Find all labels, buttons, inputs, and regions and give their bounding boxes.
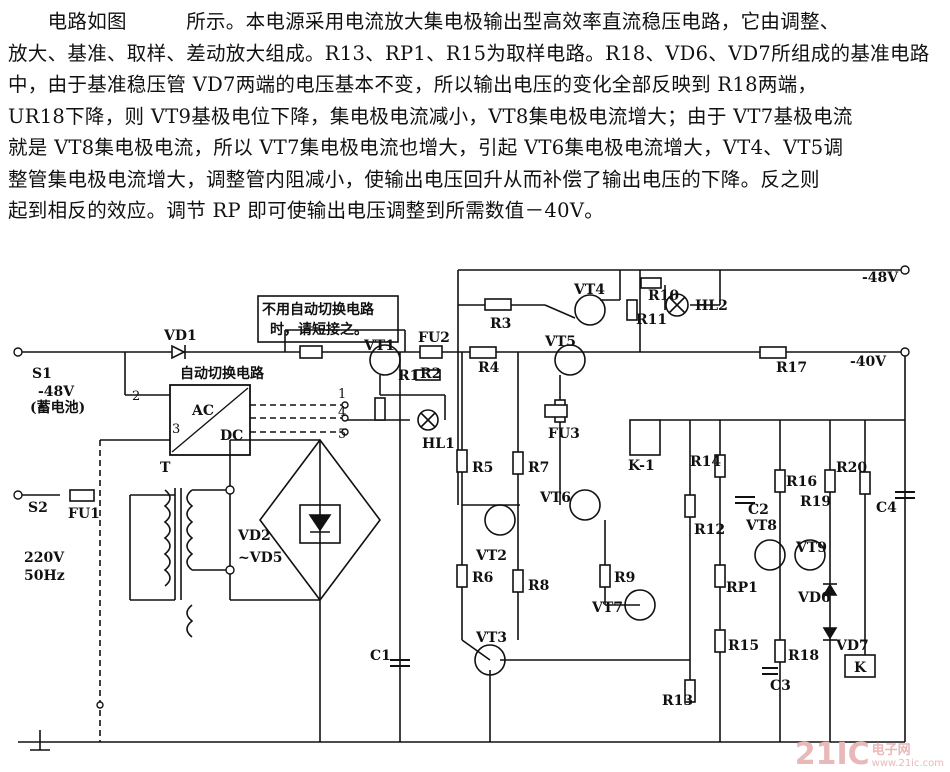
description-line: 整管集电极电流增大，调整管内阻减小，使输出电压回升从而补偿了输出电压的下降。反之… [8,167,820,191]
out-48-label: -48V [862,270,899,286]
battery-voltage: -48V [38,384,75,400]
bridge-rectifier-icon [259,438,381,602]
pin-4: 4 [338,405,346,420]
description-text: 电路如图 所示。本电源采用电流放大集电极输出型高效率直流稳压电路，它由调整、 放… [8,6,944,227]
fu1-label: FU1 [68,506,100,522]
description-line: UR18下降，则 VT9基极电位下降，集电极电流减小，VT8集电极电流增大；由于… [8,104,853,128]
mains-voltage: 220V [24,550,65,566]
note-box [257,295,399,343]
r10-label: R10 [648,288,679,304]
wires [18,269,906,743]
zener-vd6-icon [822,583,838,596]
lamp-hl2-icon [665,293,689,317]
r12-label: R12 [694,522,725,538]
watermark-cn: 电子网 [871,743,911,758]
watermark-side: 电子网 www.21ic.com [872,744,944,770]
lamp-hl1-icon [417,409,439,431]
rp1-label: RP1 [726,580,758,596]
transistor-bodies [369,294,826,676]
r11-label: R11 [636,312,667,328]
vd6-label: VD6 [797,590,831,606]
r14-label: R14 [690,454,721,470]
note-line1: 不用自动切换电路 [262,301,375,318]
transformer-label: T [160,460,171,476]
vt5-label: VT5 [544,334,576,350]
r5-label: R5 [472,460,493,476]
relay-contact-box [629,419,661,456]
terminals [13,265,910,709]
battery-note: (蓄电池) [30,399,85,416]
r4-label: R4 [478,360,500,376]
r1-label: R1 [398,368,419,384]
c2-label: C2 [748,502,769,518]
vt1-label: VT1 [363,338,395,354]
description-line: 起到相反的效应。调节 RP 即可使输出电压调整到所需数值－40V。 [8,199,604,222]
c3-label: C3 [770,678,791,694]
r18-label: R18 [788,648,819,664]
r17-label: R17 [776,360,807,376]
vd1-label: VD1 [163,328,197,344]
capacitor-plates [390,491,915,675]
r7-label: R7 [528,460,549,476]
pin-1: 1 [338,387,346,402]
vt3-label: VT3 [475,630,507,646]
vt8-label: VT8 [745,518,777,534]
vt6-label: VT6 [539,490,571,506]
r15-label: R15 [728,638,759,654]
vt7-label: VT7 [591,600,623,616]
s1-label: S1 [32,366,52,382]
r9-label: R9 [614,570,635,586]
r19-label: R19 [800,494,831,510]
switch-box-title: 自动切换电路 [180,365,265,382]
auto-switch-box [169,384,251,456]
pin-2: 2 [132,389,140,404]
description-line: 电路如图 所示。本电源采用电流放大集电极输出型高效率直流稳压电路，它由调整、 [8,10,840,33]
vt4-label: VT4 [573,282,605,298]
pin-5: 5 [338,427,346,442]
r8-label: R8 [528,578,549,594]
hl1-label: HL1 [422,436,455,452]
r6-label: R6 [472,570,493,586]
mains-freq: 50Hz [24,568,65,584]
vd2-label: VD2 [237,528,271,544]
r16-label: R16 [786,474,817,490]
k1-label: K-1 [628,458,655,474]
diode-vd1-icon [171,344,186,360]
fu3-label: FU3 [548,426,580,442]
note-line2: 时，请短接之。 [270,321,368,338]
ground-symbol [30,730,50,751]
circuit-schematic: 不用自动切换电路 时，请短接之。 自动切换电路 AC DC S1 -48V (蓄… [13,265,915,751]
description-line: 就是 VT8集电极电流，所以 VT7集电极电流也增大，引起 VT6集电极电流增大… [8,136,844,159]
c1-label: C1 [370,648,391,664]
watermark-big: 21IC [794,737,870,772]
watermark-logo: 21IC 电子网 www.21ic.com [795,740,944,770]
r20-label: R20 [836,460,867,476]
r3-label: R3 [490,316,511,332]
hl2-label: HL2 [695,298,728,314]
out-40-label: -40V [850,354,887,370]
vd7-label: VD7 [835,638,869,654]
resistor-bodies [69,277,876,703]
fu2-label: FU2 [418,330,450,346]
description-line: 中，由于基准稳压管 VD7两端的电压基本不变，所以输出电压的变化全部反映到 R1… [8,73,818,96]
vt9-label: VT9 [795,540,827,556]
description-line: 放大、基准、取样、差动放大组成。R13、RP1、R15为取样电路。R18、VD6… [8,41,930,65]
transformer-icon [163,488,230,638]
r2-label: R2 [420,366,441,382]
vt2-label: VT2 [475,548,507,564]
s2-label: S2 [28,500,48,516]
switch-dc-label: DC [220,428,243,444]
vd5-label: ~VD5 [238,550,282,566]
zener-vd7-icon [822,627,838,641]
relay-coil-label: K [854,660,867,676]
switch-ac-label: AC [191,403,214,419]
watermark-url: www.21ic.com [871,758,944,769]
c4-label: C4 [876,500,897,516]
pin-3: 3 [172,422,180,437]
r13-label: R13 [662,693,693,709]
